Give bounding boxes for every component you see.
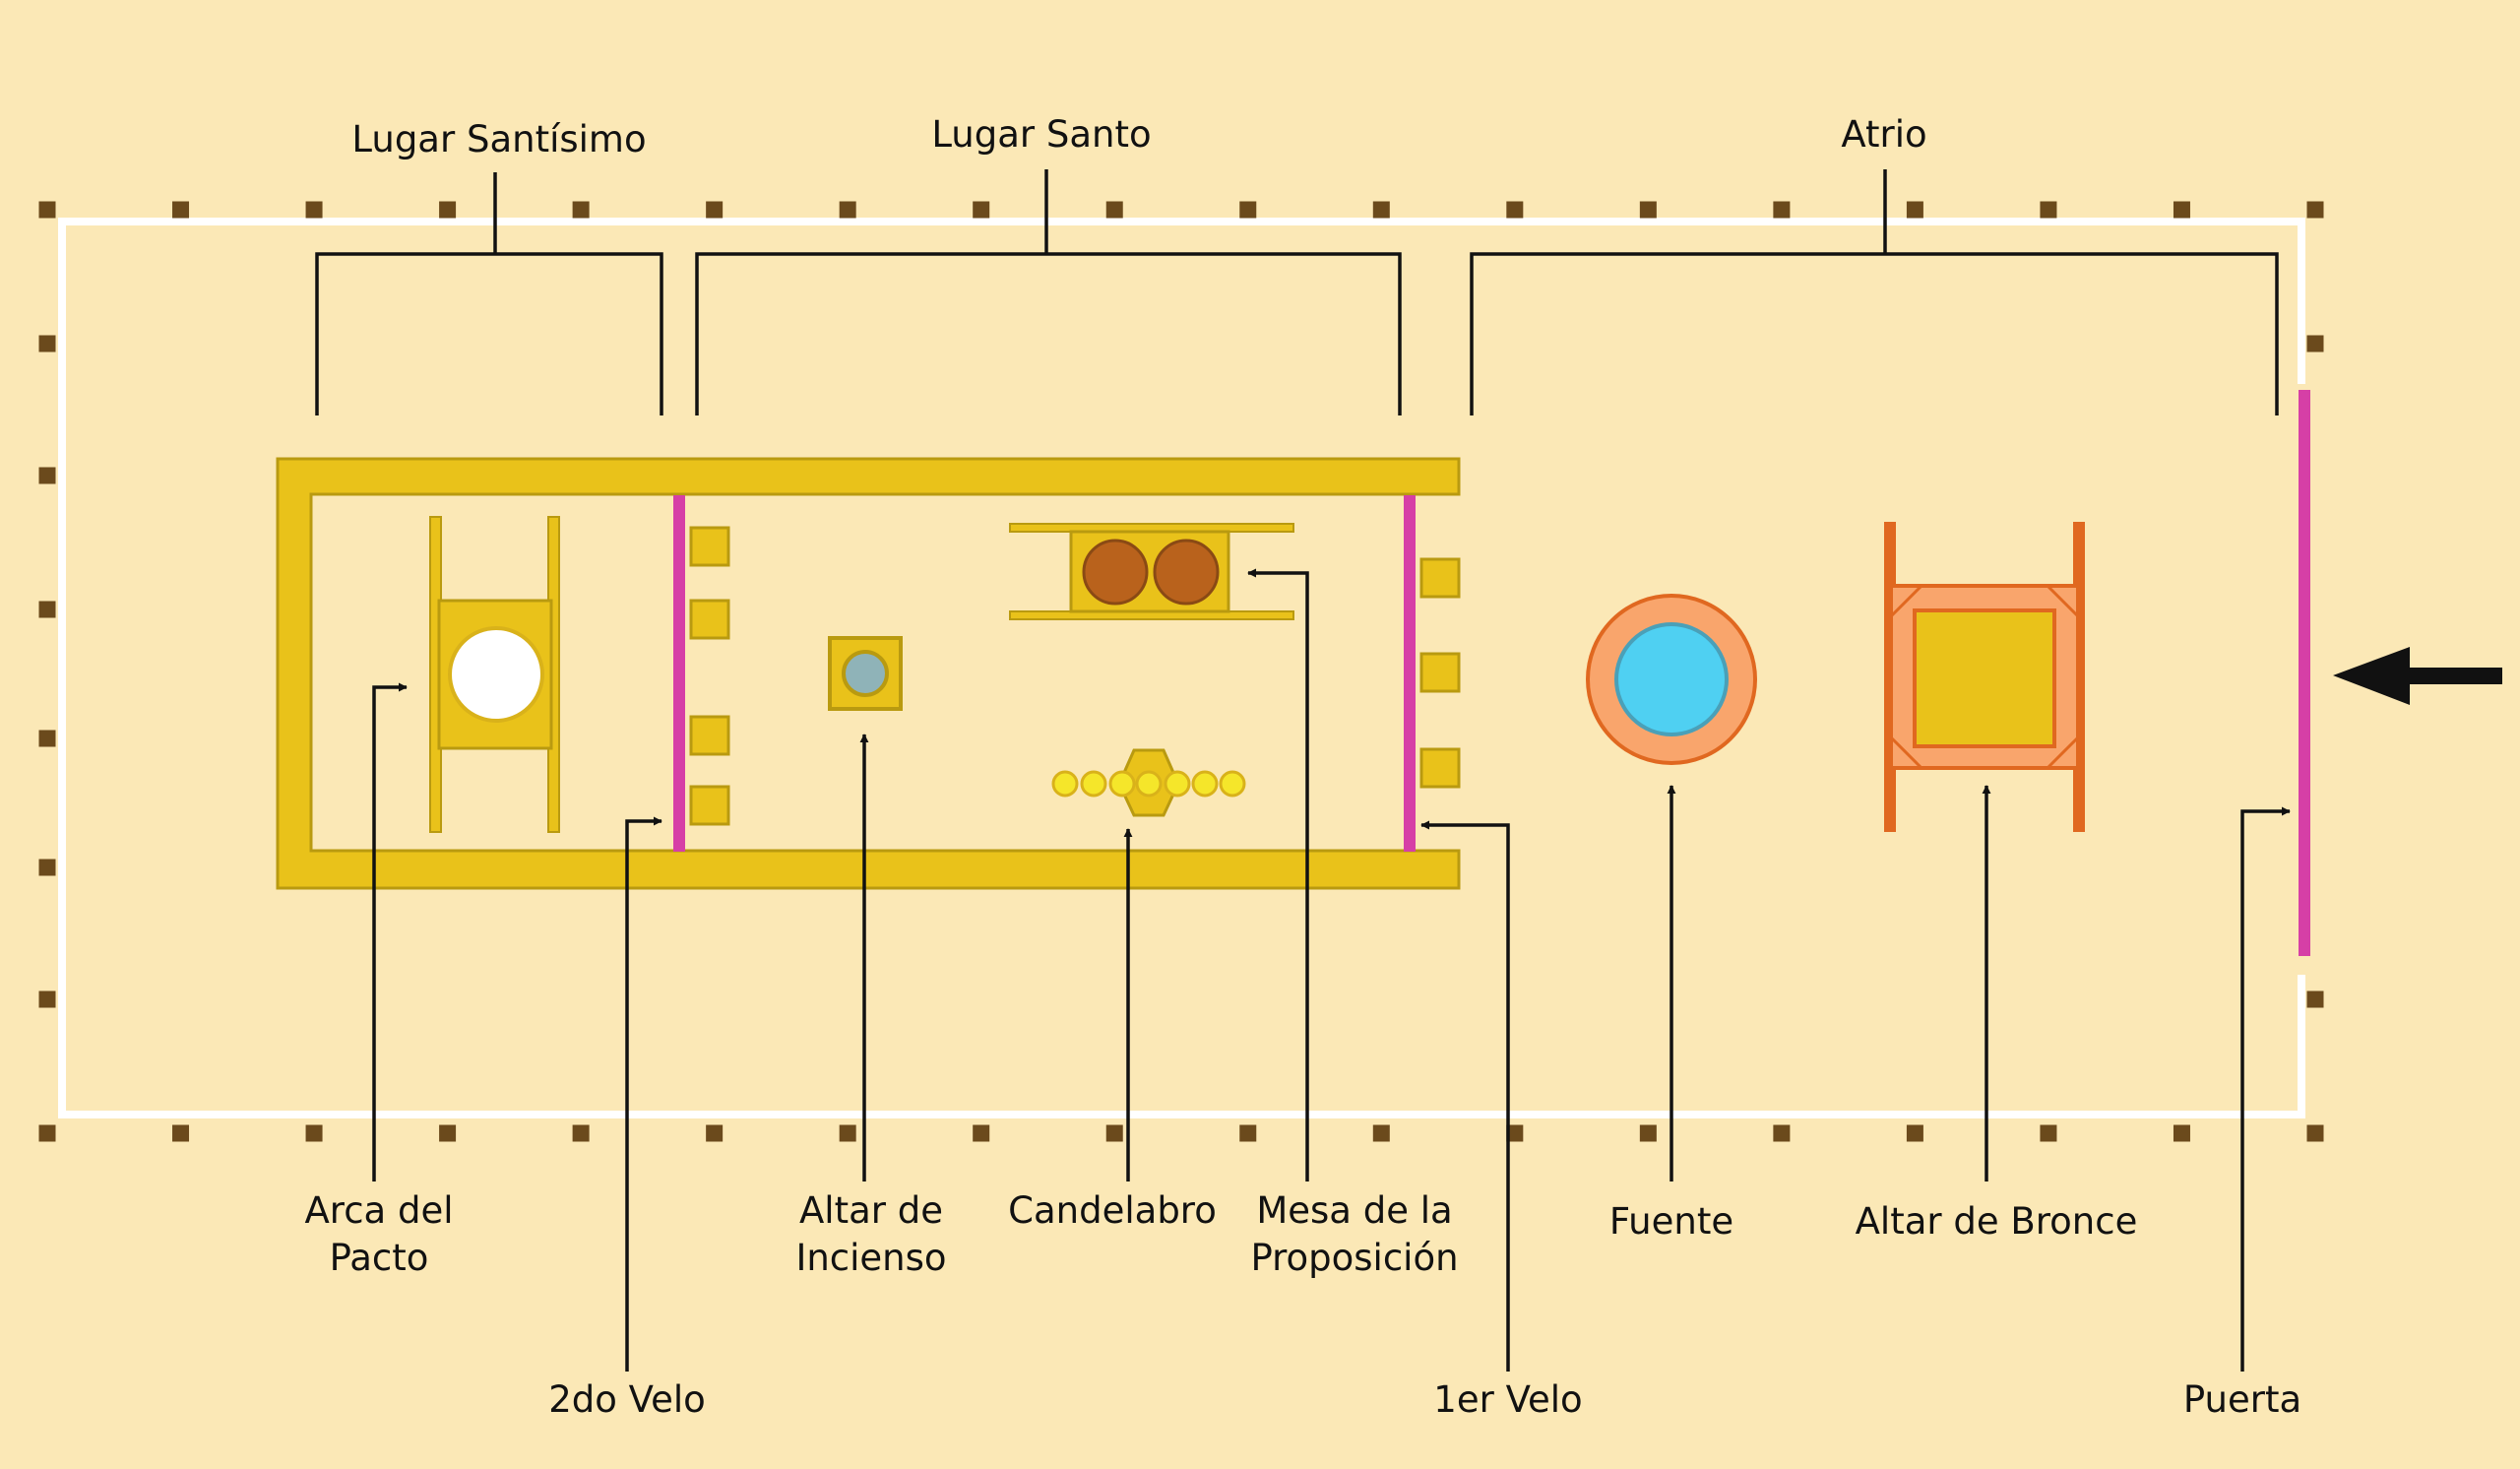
court-post (706, 1124, 724, 1142)
court-post (706, 201, 724, 219)
court-post (2173, 201, 2190, 219)
lamp-bowl (1164, 770, 1191, 798)
showbread-table (1009, 523, 1294, 620)
section-brackets (315, 169, 2279, 415)
court-post (2040, 1124, 2057, 1142)
court-post (1239, 201, 1257, 219)
lamp-bowl (1051, 770, 1079, 798)
lamp-bowl (1191, 770, 1219, 798)
holy-pillars (1419, 557, 1461, 789)
label-arca-del-pacto: Arca del Pacto (266, 1187, 492, 1282)
court-post (38, 335, 56, 352)
label-altar-de-bronce: Altar de Bronce (1855, 1200, 2138, 1243)
ark-of-covenant (429, 516, 560, 833)
leader-showbread-table (1247, 568, 1309, 1182)
label-altar-de-incienso: Altar de Incienso (758, 1187, 984, 1282)
court-post (305, 1124, 323, 1142)
label-incienso-line2: Incienso (795, 1237, 947, 1279)
court-post (2306, 1124, 2324, 1142)
label-fuente: Fuente (1608, 1200, 1734, 1243)
court-post (2306, 990, 2324, 1008)
lamp-bowl (1108, 770, 1136, 798)
court-post (1906, 201, 1923, 219)
court-post (2173, 1124, 2190, 1142)
court-post (1506, 1124, 1524, 1142)
court-post (572, 201, 590, 219)
court-post (2306, 335, 2324, 352)
court-post (1105, 201, 1123, 219)
label-arca-line2: Pacto (329, 1237, 429, 1279)
court-post (839, 201, 856, 219)
court-post (38, 859, 56, 876)
court-post (1372, 1124, 1390, 1142)
court-post (2040, 201, 2057, 219)
court-post (38, 467, 56, 484)
lamp-bowl (1219, 770, 1246, 798)
leader-second-veil (625, 816, 662, 1372)
court-post (973, 1124, 990, 1142)
showbread-loaf (1082, 539, 1149, 606)
first-veil (1404, 495, 1416, 852)
court-post (973, 201, 990, 219)
court-post (439, 201, 457, 219)
incense-altar (828, 636, 903, 711)
leader-ark (372, 682, 408, 1182)
court-post (38, 601, 56, 618)
court-post (439, 1124, 457, 1142)
entrance-arrow (2333, 647, 2502, 705)
bracket-holy (695, 169, 1402, 415)
label-1er-velo: 1er Velo (1433, 1378, 1583, 1421)
court-post (38, 730, 56, 747)
lamp-bowl (1080, 770, 1107, 798)
court-post (1239, 1124, 1257, 1142)
label-atrio: Atrio (1841, 113, 1927, 156)
label-lugar-santo: Lugar Santo (931, 113, 1152, 156)
bracket-holiest (315, 172, 663, 415)
court-post (1906, 1124, 1923, 1142)
label-incienso-line1: Altar de (799, 1189, 943, 1232)
leader-lines (372, 568, 2291, 1372)
court-post (1639, 1124, 1657, 1142)
court-post (1773, 201, 1791, 219)
lampstand (1051, 748, 1246, 817)
court-post (839, 1124, 856, 1142)
leader-gate (2240, 806, 2291, 1372)
bronze-altar (1884, 522, 2085, 832)
showbread-loaf (1153, 539, 1220, 606)
label-candelabro: Candelabro (1008, 1189, 1217, 1232)
court-post (572, 1124, 590, 1142)
holiest-pillars (689, 526, 730, 826)
court-post (38, 1124, 56, 1142)
ark-mercy-seat (448, 626, 544, 723)
label-mesa-line2: Proposición (1250, 1237, 1459, 1279)
court-post (1773, 1124, 1791, 1142)
bracket-court (1470, 169, 2279, 415)
label-mesa-de-la-proposicion: Mesa de la Proposición (1217, 1187, 1492, 1282)
laver (1586, 594, 1757, 765)
label-2do-velo: 2do Velo (548, 1378, 706, 1421)
court-post (305, 201, 323, 219)
court-post (172, 1124, 190, 1142)
court-post (172, 201, 190, 219)
lamp-bowl (1135, 770, 1163, 798)
court-post (38, 201, 56, 219)
label-arca-line1: Arca del (304, 1189, 454, 1232)
court-post (1105, 1124, 1123, 1142)
label-lugar-santisimo: Lugar Santísimo (351, 118, 647, 160)
label-mesa-line1: Mesa de la (1256, 1189, 1453, 1232)
court-post (38, 990, 56, 1008)
court-post (1372, 201, 1390, 219)
court-post (1506, 201, 1524, 219)
label-puerta: Puerta (2182, 1378, 2302, 1421)
court-posts (38, 201, 2324, 1142)
tent-frame (276, 457, 1461, 890)
leader-first-veil (1420, 820, 1510, 1372)
second-veil (673, 495, 685, 852)
court-post (1639, 201, 1657, 219)
court-post (2306, 201, 2324, 219)
gate-curtain (2299, 390, 2310, 956)
